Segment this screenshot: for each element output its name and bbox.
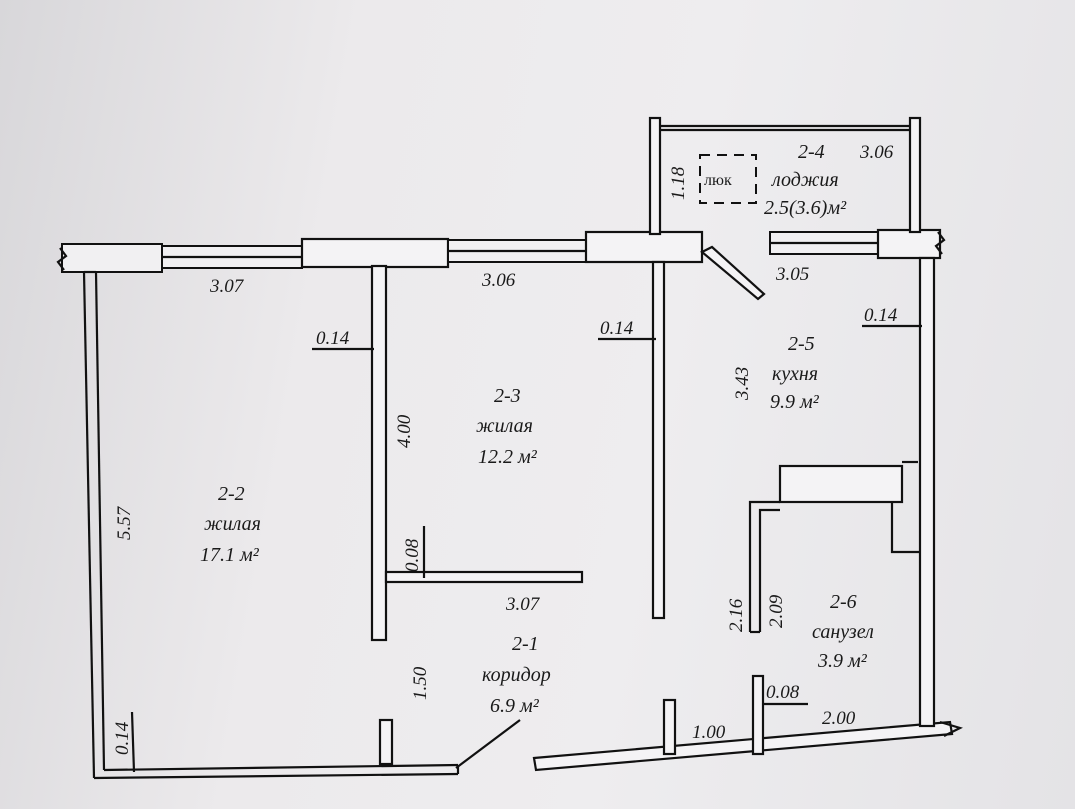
room-area: 9.9 м²	[770, 391, 820, 413]
dim-008-b: 0.08	[766, 682, 800, 703]
dim-014-a: 0.14	[316, 328, 350, 349]
room-number: 2-2	[218, 483, 245, 505]
room-number: 2-6	[830, 591, 857, 613]
bathroom-wall-inner	[758, 508, 780, 632]
break-mark-left	[56, 247, 68, 271]
bottom-wall-left-outer	[93, 772, 459, 780]
room-area: 6.9 м²	[490, 695, 540, 717]
wall-segment-right	[876, 228, 942, 260]
room-type: жилая	[204, 513, 261, 535]
bottom-wall-right	[532, 720, 954, 772]
break-mark-right	[934, 231, 946, 255]
dim-200: 2.00	[822, 708, 856, 729]
left-exterior-wall	[82, 270, 106, 779]
room-2-6-label: 2-6 санузел 3.9 м²	[812, 591, 874, 672]
left-wall-inner	[94, 271, 106, 771]
wall-pier-2	[584, 230, 704, 264]
loggia: люк	[648, 116, 922, 236]
dim-343: 3.43	[732, 367, 753, 401]
room-2-2-label: 2-2 жилая 17.1 м²	[200, 483, 261, 566]
bottom-walls	[93, 719, 963, 780]
room-type: кухня	[772, 363, 818, 385]
dim-209: 2.09	[766, 594, 787, 628]
room-2-4-label: 2-4 лоджия 2.5(3.6)м²	[764, 141, 847, 219]
dim-150: 1.50	[410, 666, 431, 700]
entrance-door-leaf	[455, 719, 521, 769]
room-area: 17.1 м²	[200, 544, 260, 566]
partition-2-2-2-3	[370, 264, 388, 642]
room-2-5-label: 2-5 кухня 9.9 м²	[770, 333, 820, 413]
dim-306-loggia: 3.06	[859, 142, 894, 163]
bathroom-wall-outer	[748, 500, 780, 632]
dim-400: 4.00	[394, 414, 415, 448]
dimension-lines	[130, 324, 922, 773]
room-2-3-label: 2-3 жилая 12.2 м²	[476, 385, 538, 468]
dim-557: 5.57	[114, 505, 135, 540]
wall-pier-1	[300, 237, 450, 269]
dim-014-c: 0.14	[864, 305, 898, 326]
room-number: 2-1	[512, 633, 539, 655]
room-number: 2-4	[798, 141, 825, 163]
room-type: коридор	[482, 664, 551, 686]
partition-2-3-2-5	[651, 260, 666, 620]
dim-008-a: 0.08	[402, 538, 423, 572]
dim-216: 2.16	[726, 598, 747, 632]
room-type: жилая	[476, 415, 533, 437]
dim-307-mid: 3.07	[505, 594, 541, 615]
ventilation-shaft	[778, 464, 904, 504]
loggia-wall-left	[648, 116, 662, 236]
dim-014-d: 0.14	[112, 721, 133, 755]
room-number: 2-5	[788, 333, 815, 355]
dim-100: 1.00	[692, 722, 726, 743]
dim-306-top: 3.06	[481, 270, 516, 291]
room-area: 3.9 м²	[817, 650, 868, 672]
room-type: санузел	[812, 621, 874, 643]
partition-2-3-corridor	[384, 570, 584, 584]
hatch-label: люк	[704, 172, 732, 189]
balcony-door-leaf	[700, 245, 766, 301]
right-exterior-wall	[918, 256, 936, 728]
partition-stub-bath-right	[751, 674, 765, 756]
room-type: лоджия	[771, 169, 839, 191]
partition-stub-corridor	[378, 718, 394, 766]
dim-014-b: 0.14	[600, 318, 634, 339]
room-area: 2.5(3.6)м²	[764, 197, 847, 219]
dim-118: 1.18	[668, 166, 689, 200]
dimension-texts: 3.07 3.06 3.05 3.06 1.18 0.14 0.14 0.14 …	[112, 142, 898, 755]
loggia-wall-right	[908, 116, 922, 234]
wall-segment-left	[61, 243, 163, 273]
room-area: 12.2 м²	[478, 446, 538, 468]
bottom-wall-left-inner	[103, 763, 459, 772]
interior-partitions	[370, 260, 920, 766]
dim-307-top: 3.07	[209, 276, 245, 297]
partition-stub-bath-left	[662, 698, 677, 756]
dim-line-014-d	[130, 711, 136, 773]
room-number: 2-3	[494, 385, 521, 407]
break-mark-bottom	[939, 720, 963, 737]
shaft-niche	[890, 502, 920, 554]
room-2-1-label: 2-1 коридор 6.9 м²	[482, 633, 551, 717]
left-wall-outer	[82, 271, 96, 779]
dim-305: 3.05	[775, 264, 809, 285]
